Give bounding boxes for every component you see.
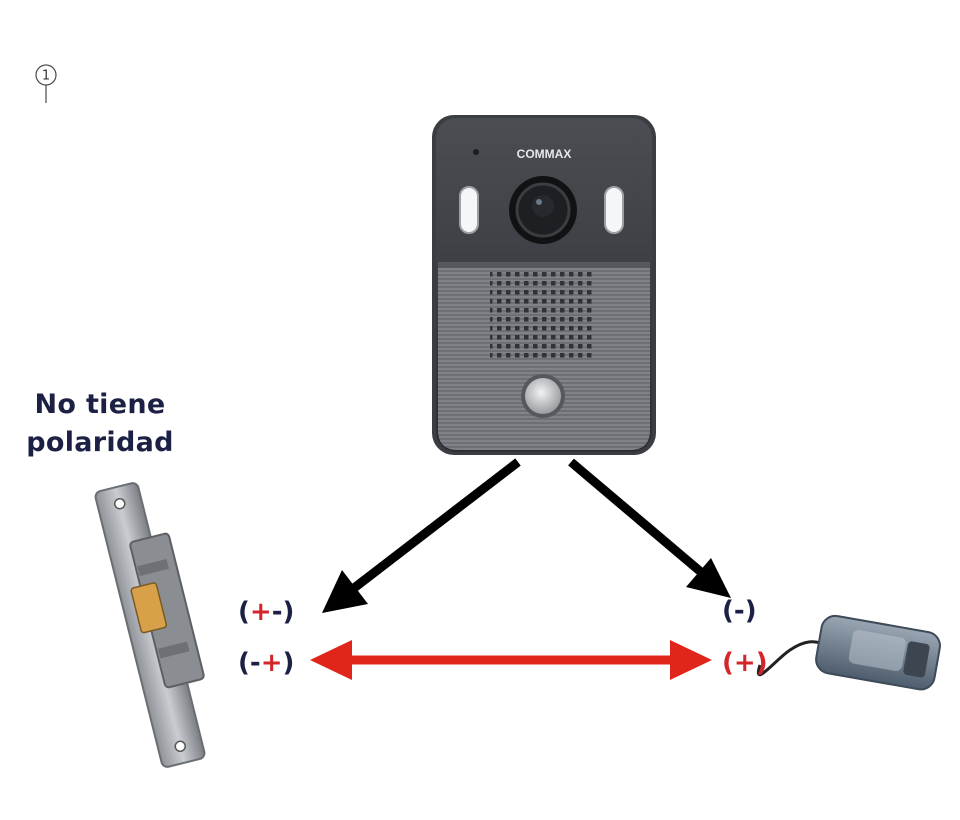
- adapter-terminal-label-top: (-): [722, 596, 757, 626]
- red-arrowhead-left: [310, 640, 352, 680]
- black-arrows: [322, 458, 731, 613]
- black-arrowhead-left: [322, 570, 368, 613]
- sign-minus: -: [271, 597, 283, 627]
- sign-plus: +: [249, 597, 272, 627]
- numbered-pin-icon: 1: [35, 64, 57, 103]
- paren-close: ): [282, 597, 295, 627]
- polarity-note-line2: polaridad: [26, 427, 174, 458]
- adapter-terminal-label-bottom: (+): [722, 648, 768, 678]
- strike-terminal-label-bottom: (-+): [238, 648, 294, 678]
- black-arrowhead-right: [686, 558, 731, 598]
- black-arrow-right: [568, 458, 711, 582]
- red-double-arrow: [310, 640, 712, 680]
- black-arrow-left: [342, 458, 521, 599]
- marker-number: 1: [42, 69, 50, 84]
- paren-close: ): [755, 648, 768, 678]
- paren-open: (: [722, 596, 734, 626]
- paren-close: ): [282, 648, 295, 678]
- polarity-note: No tiene polaridad: [0, 386, 200, 462]
- polarity-note-line1: No tiene: [34, 389, 166, 420]
- video-doorbell-icon: [432, 115, 656, 455]
- paren-open: (: [238, 597, 250, 627]
- red-arrowhead-right: [670, 640, 712, 680]
- power-adapter-icon: [756, 614, 941, 691]
- strike-terminal-label-top: (+-): [238, 597, 294, 627]
- sign-minus: -: [249, 648, 261, 678]
- paren-open: (: [238, 648, 250, 678]
- sign-minus: -: [733, 596, 745, 626]
- sign-plus: +: [733, 648, 756, 678]
- sign-plus: +: [260, 648, 283, 678]
- paren-open: (: [722, 648, 734, 678]
- paren-close: ): [744, 596, 757, 626]
- doorbell-brand: COMMAX: [517, 147, 572, 161]
- electric-strike-icon: [94, 482, 206, 768]
